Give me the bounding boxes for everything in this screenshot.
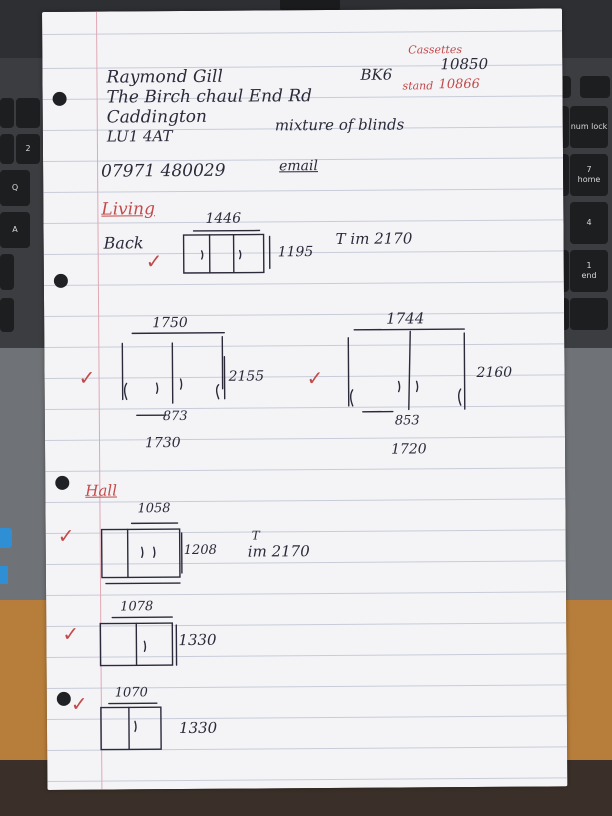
key-label: 2 — [25, 144, 31, 153]
key-ctrl[interactable] — [0, 298, 14, 332]
key-label: Q — [11, 183, 19, 192]
key-2[interactable]: 2 — [16, 134, 40, 164]
hall-window3-sketch — [100, 702, 162, 751]
hall-window2-sketch — [99, 616, 178, 667]
living-left-bay-sketch — [121, 332, 226, 417]
key-left-2[interactable] — [16, 98, 40, 128]
key-label: A — [12, 225, 18, 234]
key-shift[interactable] — [0, 254, 14, 290]
key-left-1[interactable] — [0, 98, 14, 128]
key-4[interactable]: 4 — [570, 202, 608, 244]
window-sketches — [99, 229, 466, 751]
key-7-home[interactable]: 7 home — [570, 154, 608, 196]
key-label: 1 end — [581, 261, 597, 280]
key-num-lock[interactable]: num lock — [570, 106, 608, 148]
key-left-3[interactable] — [0, 134, 14, 164]
key-screen[interactable] — [580, 76, 610, 98]
living-back-window-sketch — [182, 229, 271, 274]
key-label: 4 — [586, 218, 592, 227]
blue-sticky-tab — [0, 566, 8, 584]
lined-notepaper: Raymond Gill The Birch chaul End Rd Cadd… — [42, 8, 568, 790]
laptop-logo — [280, 0, 340, 10]
blue-sticky-tab — [0, 528, 12, 548]
key-label: 7 home — [577, 165, 601, 184]
hall-window1-sketch — [100, 522, 183, 585]
key-1-end[interactable]: 1 end — [570, 250, 608, 292]
key-0[interactable] — [570, 298, 608, 330]
key-q[interactable]: Q — [0, 170, 30, 206]
key-a[interactable]: A — [0, 212, 30, 248]
living-right-bay-sketch — [347, 328, 466, 413]
key-label: num lock — [570, 122, 608, 131]
